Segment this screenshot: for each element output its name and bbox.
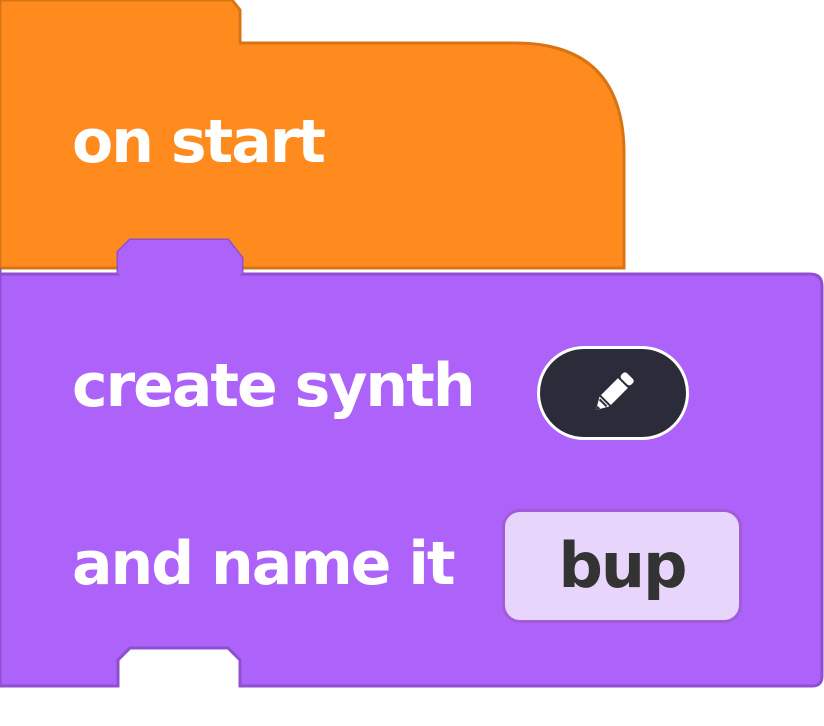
create-synth-label: create synth — [72, 351, 476, 421]
edit-synth-button[interactable] — [537, 346, 689, 440]
pencil-icon — [596, 372, 634, 410]
on-start-block[interactable] — [0, 0, 626, 270]
synth-name-field[interactable]: bup — [502, 509, 742, 623]
on-start-label: on start — [72, 107, 326, 177]
and-name-it-label: and name it — [72, 529, 456, 599]
notch-tab — [118, 240, 242, 274]
synth-name-value: bup — [558, 529, 688, 602]
